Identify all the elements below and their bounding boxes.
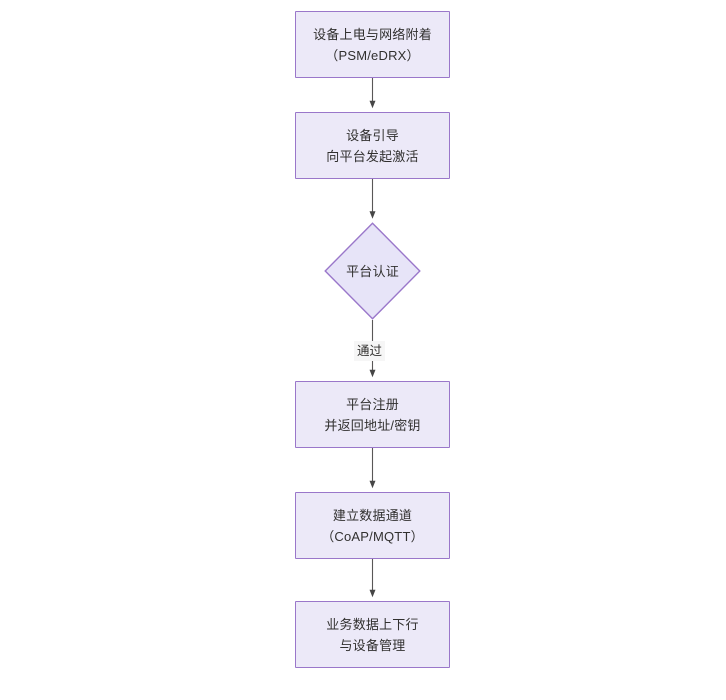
node-device-power-on[interactable]: 设备上电与网络附着 （PSM/eDRX） xyxy=(295,11,450,78)
node-label: 建立数据通道 （CoAP/MQTT） xyxy=(321,507,424,544)
node-label: 设备上电与网络附着 （PSM/eDRX） xyxy=(313,26,432,63)
node-label: 平台认证 xyxy=(346,263,399,279)
node-platform-auth-decision[interactable]: 平台认证 xyxy=(324,222,421,320)
node-label: 设备引导 向平台发起激活 xyxy=(326,127,419,164)
node-establish-data-channel[interactable]: 建立数据通道 （CoAP/MQTT） xyxy=(295,492,450,559)
node-business-data-and-device-mgmt[interactable]: 业务数据上下行 与设备管理 xyxy=(295,601,450,668)
node-label: 平台注册 并返回地址/密钥 xyxy=(324,396,421,433)
diamond-shape xyxy=(324,222,421,320)
node-platform-register[interactable]: 平台注册 并返回地址/密钥 xyxy=(295,381,450,448)
edge-label-pass: 通过 xyxy=(354,341,386,361)
node-label: 业务数据上下行 与设备管理 xyxy=(326,616,419,653)
node-device-bootstrap[interactable]: 设备引导 向平台发起激活 xyxy=(295,112,450,179)
